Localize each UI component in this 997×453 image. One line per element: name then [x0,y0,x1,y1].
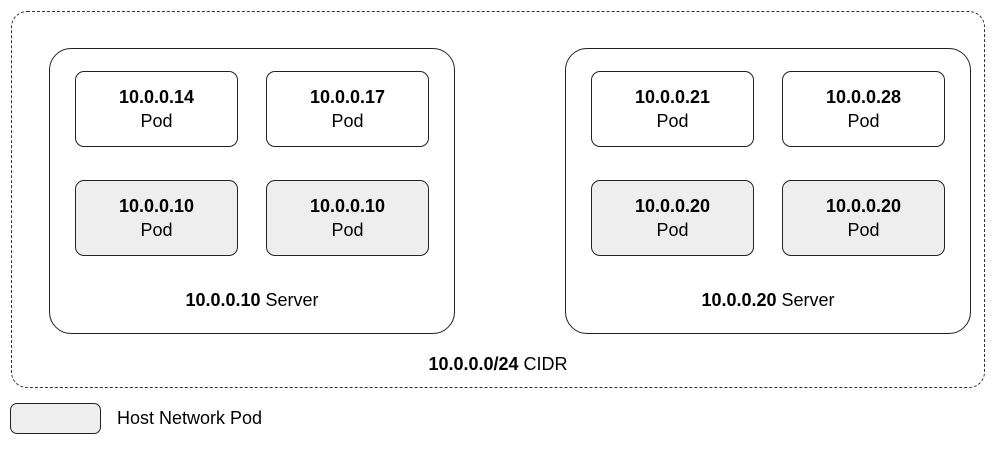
legend-label: Host Network Pod [117,408,263,428]
cidr-label: 10.0.0.0/24 CIDR [12,354,984,375]
pod-ip: 10.0.0.20 [825,196,902,216]
server-node: 10.0.0.21 Pod 10.0.0.28 Pod 10.0.0.20 Po… [565,48,971,334]
host-network-pod: 10.0.0.10 Pod [266,180,429,256]
pod-ip: 10.0.0.10 [309,196,386,216]
pod-ip: 10.0.0.17 [309,87,386,107]
pod-label: Pod [140,111,173,131]
host-network-pod: 10.0.0.20 Pod [591,180,754,256]
host-network-pod: 10.0.0.10 Pod [75,180,238,256]
pod-ip: 10.0.0.21 [634,87,711,107]
server-label-text: Server [781,290,835,310]
cidr-label-text: CIDR [523,354,568,374]
host-network-pod: 10.0.0.20 Pod [782,180,945,256]
cidr-address: 10.0.0.0/24 [428,354,519,374]
cidr-boundary: 10.0.0.14 Pod 10.0.0.17 Pod 10.0.0.10 Po… [11,11,985,388]
pod-label: Pod [847,220,880,240]
server-node: 10.0.0.14 Pod 10.0.0.17 Pod 10.0.0.10 Po… [49,48,455,334]
pod: 10.0.0.17 Pod [266,71,429,147]
legend-swatch [10,403,101,434]
pod-label: Pod [847,111,880,131]
pod-ip: 10.0.0.10 [118,196,195,216]
server-address: 10.0.0.10 [185,290,261,310]
pod-ip: 10.0.0.14 [118,87,195,107]
server-address: 10.0.0.20 [701,290,777,310]
pod-label: Pod [656,220,689,240]
pod-label: Pod [331,111,364,131]
server-label: 10.0.0.20 Server [566,290,970,311]
pod-ip: 10.0.0.28 [825,87,902,107]
pod: 10.0.0.14 Pod [75,71,238,147]
pod: 10.0.0.21 Pod [591,71,754,147]
pod-label: Pod [140,220,173,240]
pod-label: Pod [656,111,689,131]
pod-ip: 10.0.0.20 [634,196,711,216]
pod: 10.0.0.28 Pod [782,71,945,147]
pod-label: Pod [331,220,364,240]
server-label: 10.0.0.10 Server [50,290,454,311]
server-label-text: Server [265,290,319,310]
